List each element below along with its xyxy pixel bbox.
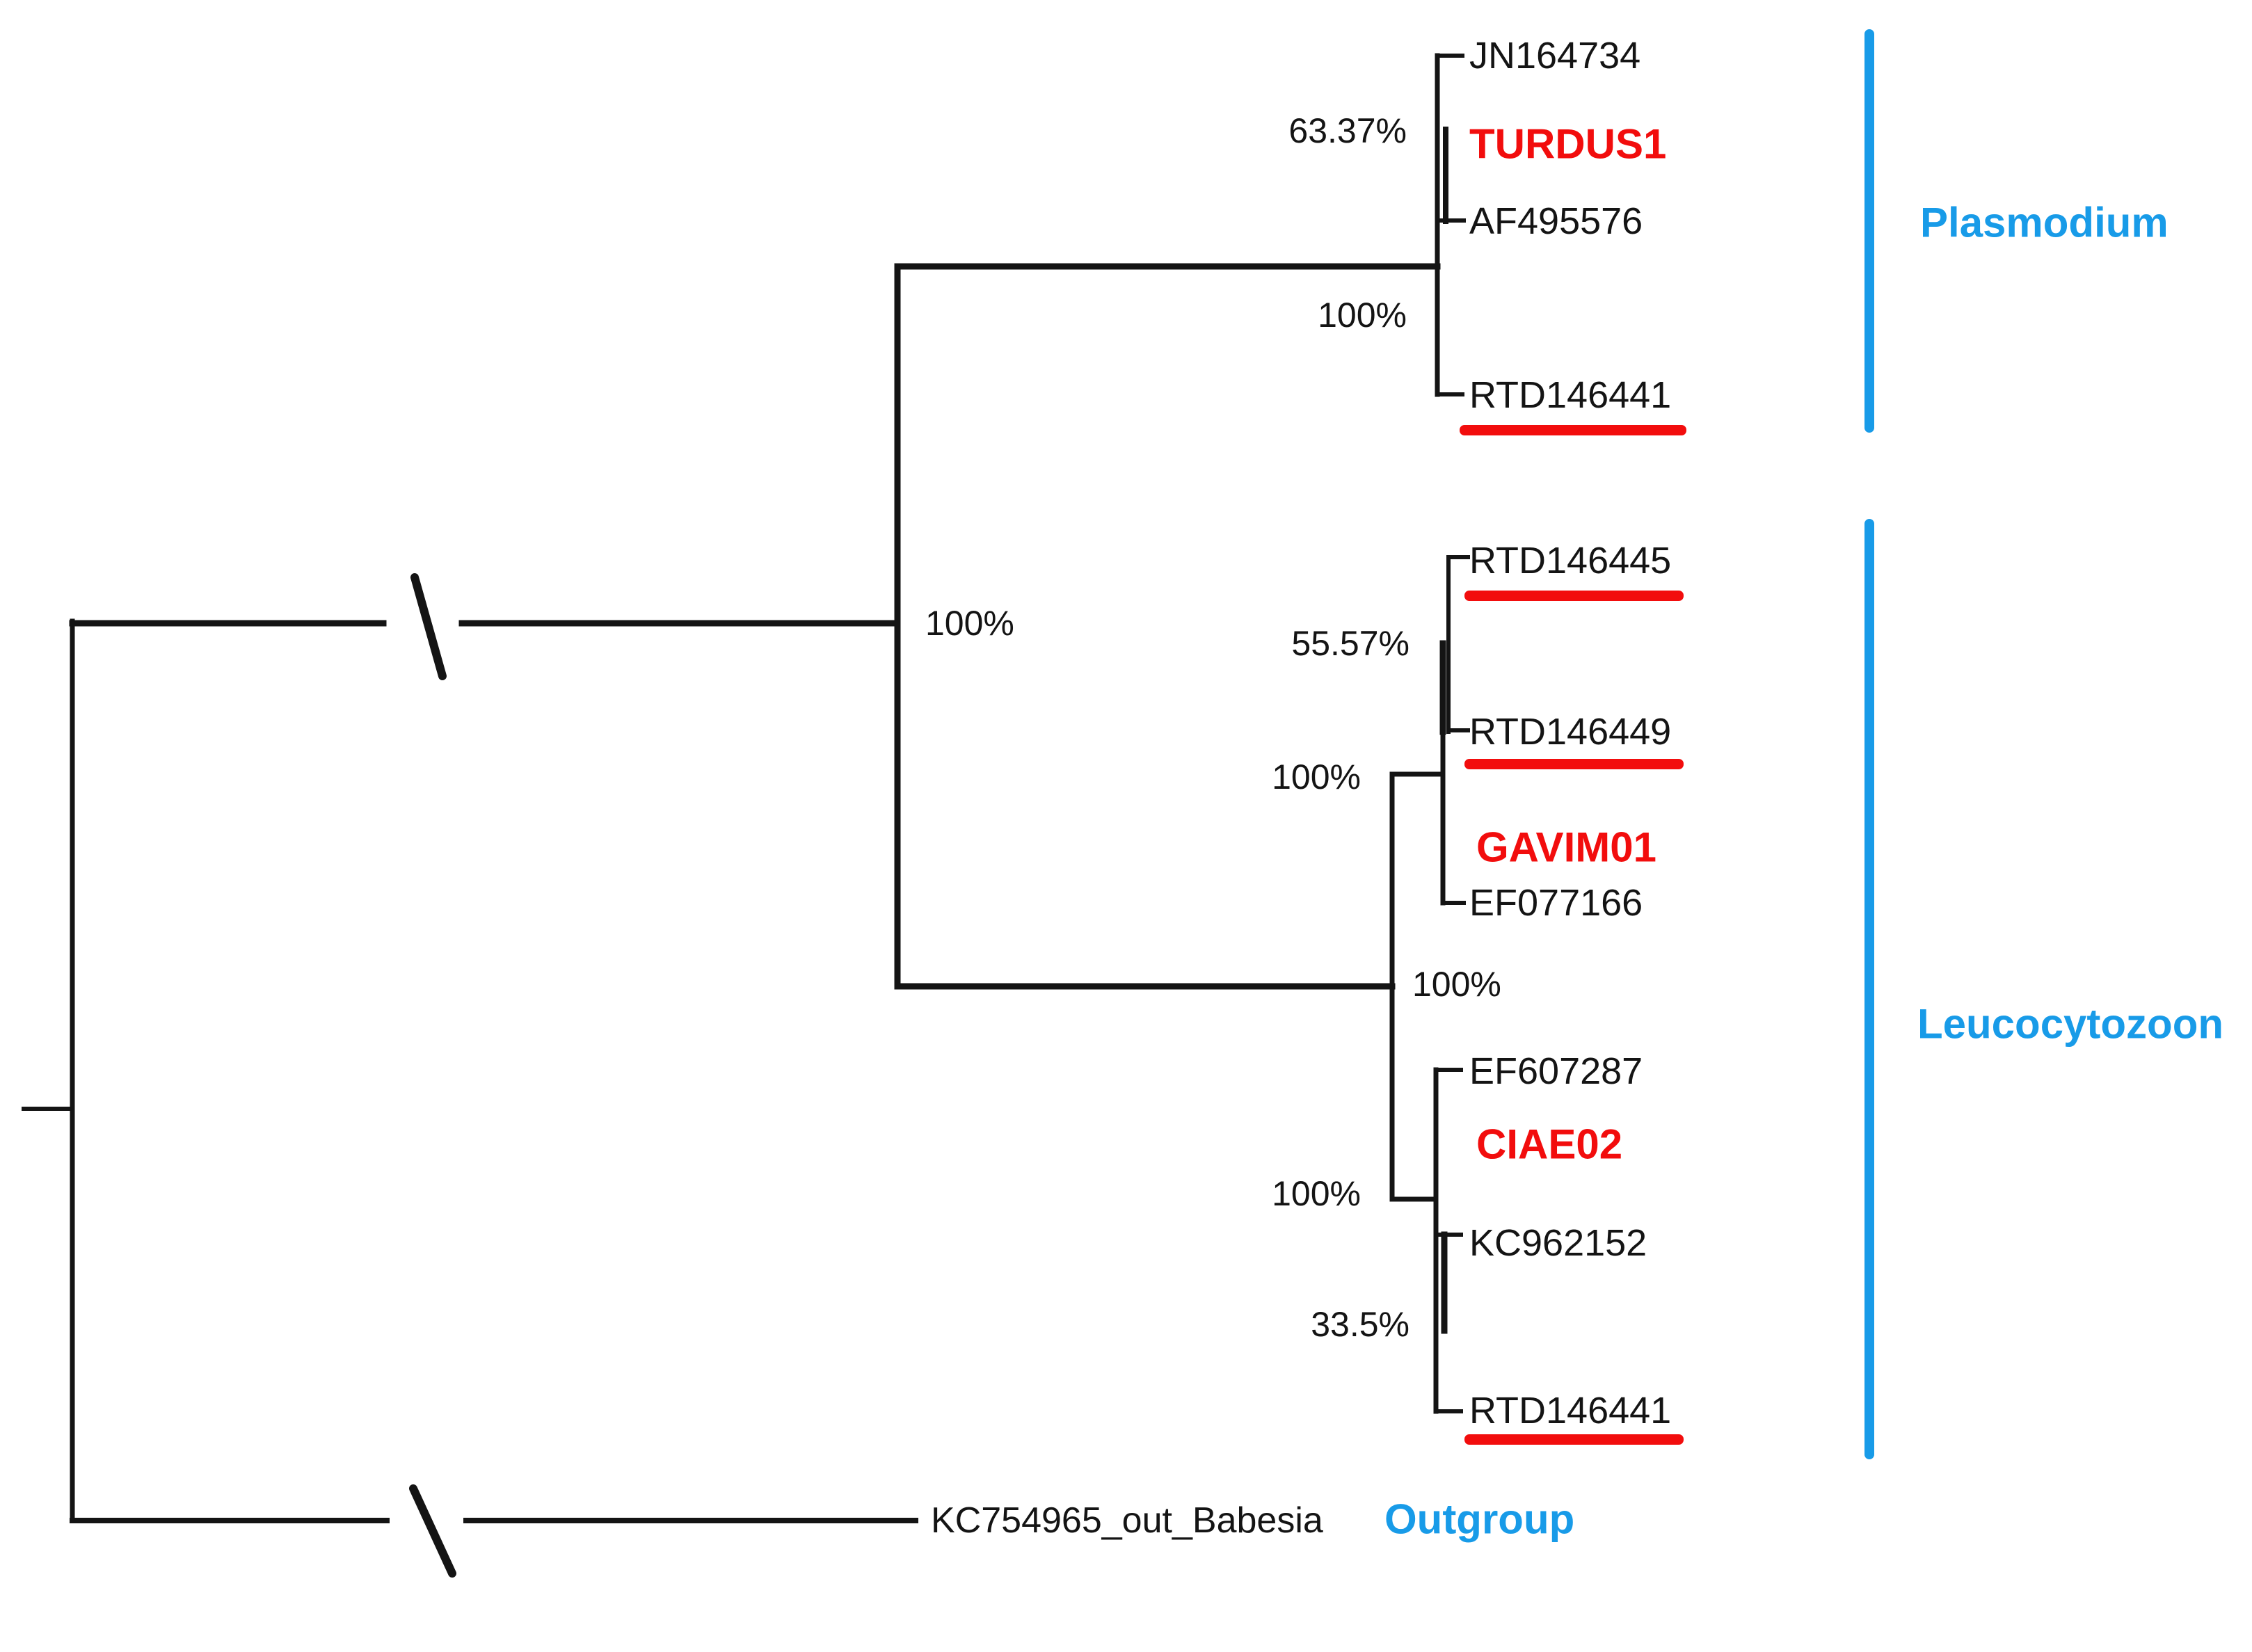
clade-bar-plasmodium xyxy=(1864,29,1874,433)
support-label-plasmodium-clade: 100% xyxy=(1318,296,1407,335)
branch-break-mark-top xyxy=(410,573,447,680)
tip-label-ciae02: CIAE02 xyxy=(1476,1121,1622,1168)
tip-label-af495576: AF495576 xyxy=(1469,200,1643,242)
tip-label-jn164734: JN164734 xyxy=(1469,35,1640,77)
highlight-underline-rtd146441-plasmodium xyxy=(1460,425,1686,435)
highlight-underline-rtd146449 xyxy=(1464,759,1684,769)
support-label-rtd-pair: 55.57% xyxy=(1291,624,1410,663)
tip-label-kc962152: KC962152 xyxy=(1469,1222,1647,1264)
clade-bar-leucocytozoon xyxy=(1864,519,1874,1459)
group-label-plasmodium: Plasmodium xyxy=(1920,200,2169,246)
support-label-plasmodium-subclade: 63.37% xyxy=(1288,111,1407,150)
tip-label-rtd146449: RTD146449 xyxy=(1469,711,1671,753)
support-label-ingroup: 100% xyxy=(925,604,1014,643)
tip-label-ef077166: EF077166 xyxy=(1469,882,1643,924)
group-label-leucocytozoon: Leucocytozoon xyxy=(1917,1001,2223,1048)
support-label-leucocytozoon-clade: 100% xyxy=(1412,965,1501,1004)
tip-label-rtd146445: RTD146445 xyxy=(1469,540,1671,582)
tip-label-outgroup-babesia: KC754965_out_Babesia xyxy=(931,1500,1323,1541)
tip-label-turdus1: TURDUS1 xyxy=(1469,121,1666,168)
support-label-gavim-group: 100% xyxy=(1272,757,1361,796)
support-label-ciae-group: 100% xyxy=(1272,1174,1361,1213)
highlight-underline-rtd146441-leucocytozoon xyxy=(1464,1434,1684,1445)
branch-break-mark-bottom xyxy=(409,1484,456,1578)
highlight-underline-rtd146445 xyxy=(1464,591,1684,601)
support-label-kc-rtd-pair: 33.5% xyxy=(1311,1305,1410,1344)
tip-label-ef607287: EF607287 xyxy=(1469,1050,1643,1092)
tip-label-rtd146441-leucocytozoon: RTD146441 xyxy=(1469,1390,1671,1432)
group-label-outgroup: Outgroup xyxy=(1384,1496,1574,1543)
tip-label-gavim01: GAVIM01 xyxy=(1476,824,1656,871)
tip-label-rtd146441-plasmodium: RTD146441 xyxy=(1469,374,1671,416)
